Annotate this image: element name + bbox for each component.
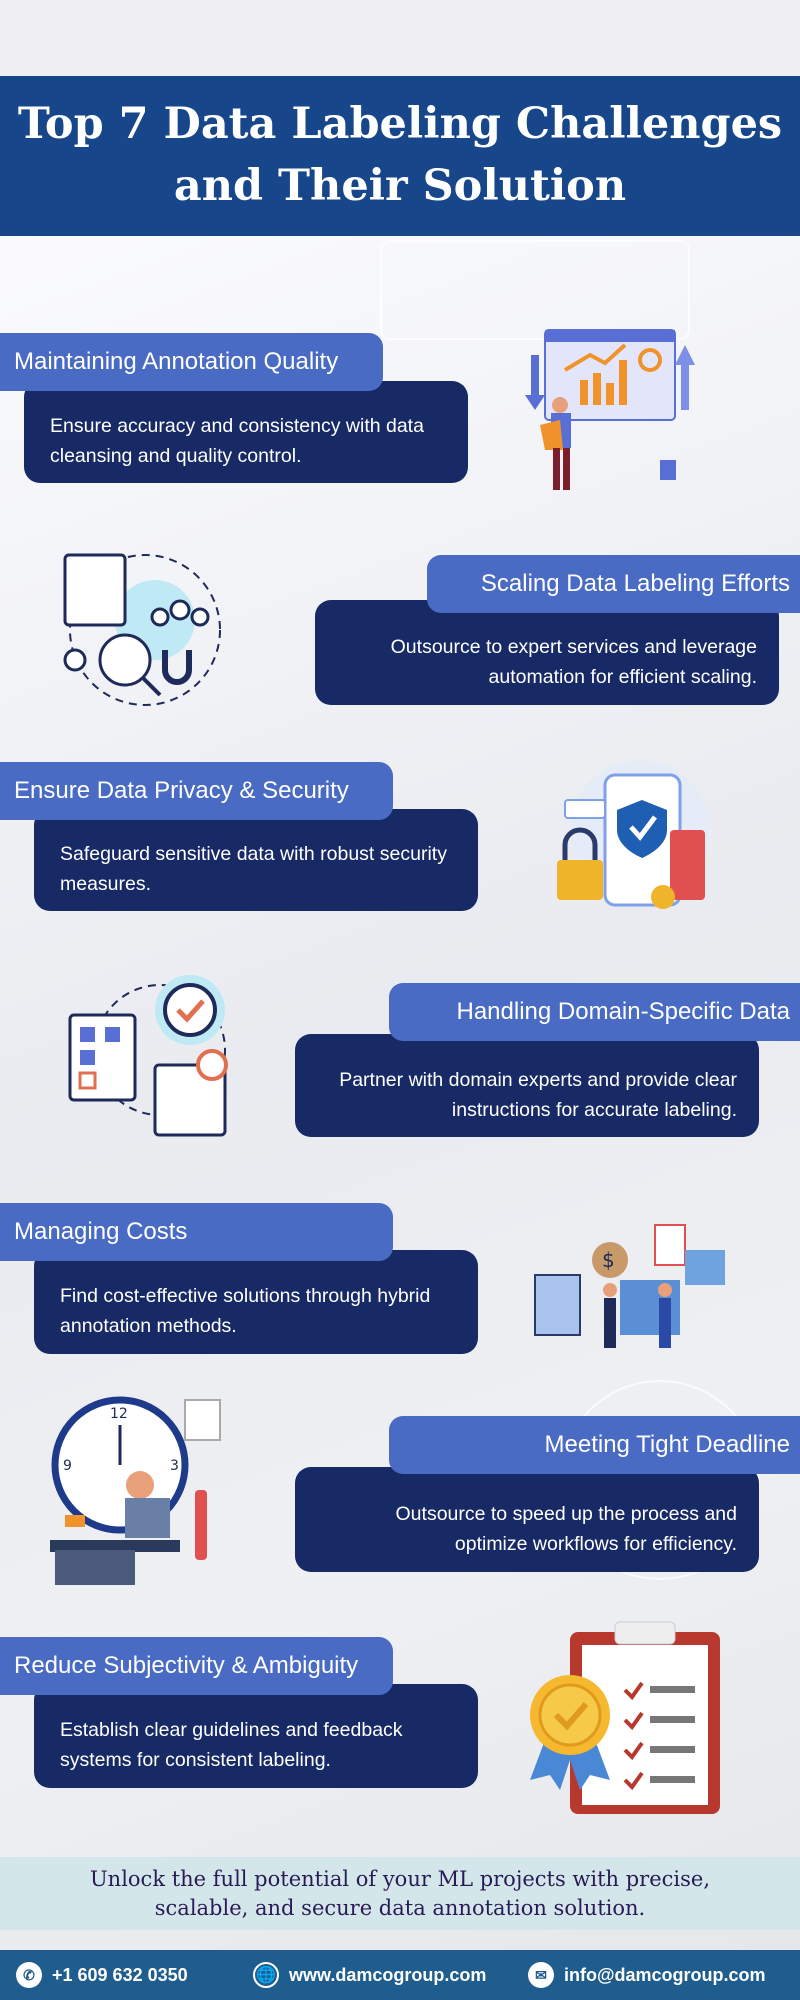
- challenge-heading-3: Ensure Data Privacy & Security: [0, 762, 393, 820]
- footer-contact-bar: ✆ +1 609 632 0350 🌐 www.damcogroup.com ✉…: [0, 1950, 800, 2000]
- challenge-heading-2: Scaling Data Labeling Efforts: [427, 555, 800, 613]
- challenge-heading-4: Handling Domain-Specific Data: [389, 983, 800, 1041]
- cta-line-2: scalable, and secure data annotation sol…: [154, 1896, 646, 1920]
- challenge-solution-3: Safeguard sensitive data with robust sec…: [34, 809, 478, 911]
- challenge-solution-1: Ensure accuracy and consistency with dat…: [24, 381, 468, 483]
- challenge-heading-1: Maintaining Annotation Quality: [0, 333, 383, 391]
- mail-icon: ✉: [528, 1962, 554, 1988]
- challenge-solution-7: Establish clear guidelines and feedback …: [34, 1684, 478, 1788]
- title-banner: Top 7 Data Labeling Challenges and Their…: [0, 76, 800, 236]
- phone-shield-lock-illustration: [557, 760, 710, 909]
- cta-line-1: Unlock the full potential of your ML pro…: [89, 1867, 711, 1891]
- clock-worker-illustration: 12 9 3: [50, 1396, 221, 1585]
- challenge-solution-2: Outsource to expert services and leverag…: [315, 600, 779, 705]
- globe-icon: 🌐: [253, 1962, 279, 1988]
- checklist-gear-target-icon: [68, 975, 228, 1137]
- svg-text:9: 9: [63, 1458, 72, 1474]
- svg-text:3: 3: [170, 1458, 179, 1474]
- phone-number: +1 609 632 0350: [52, 1964, 188, 1985]
- challenge-solution-6: Outsource to speed up the process and op…: [295, 1467, 759, 1572]
- email-link[interactable]: info@damcogroup.com: [564, 1964, 766, 1985]
- website-link[interactable]: www.damcogroup.com: [289, 1964, 487, 1985]
- analytics-person-illustration: [525, 329, 695, 490]
- challenge-heading-6: Meeting Tight Deadline: [389, 1416, 800, 1474]
- clipboard-badge-illustration: [530, 1621, 720, 1814]
- footer-phone[interactable]: ✆ +1 609 632 0350: [16, 1962, 188, 1988]
- cost-handshake-illustration: $: [534, 1224, 725, 1348]
- footer-website[interactable]: 🌐 www.damcogroup.com: [253, 1962, 486, 1988]
- challenge-heading-5: Managing Costs: [0, 1203, 393, 1261]
- call-to-action-banner: Unlock the full potential of your ML pro…: [0, 1857, 800, 1930]
- svg-text:$: $: [602, 1248, 615, 1272]
- challenge-heading-7: Reduce Subjectivity & Ambiguity: [0, 1637, 393, 1695]
- challenge-solution-5: Find cost-effective solutions through hy…: [34, 1250, 478, 1354]
- top-strip: [0, 0, 800, 76]
- challenge-solution-4: Partner with domain experts and provide …: [295, 1034, 759, 1137]
- background-decoration: [380, 240, 690, 340]
- title-line-1: Top 7 Data Labeling Challenges: [17, 99, 783, 149]
- phone-icon: ✆: [16, 1962, 42, 1988]
- scaling-team-icon: [63, 553, 221, 706]
- svg-text:12: 12: [110, 1406, 128, 1422]
- title-line-2: and Their Solution: [173, 161, 627, 211]
- footer-email[interactable]: ✉ info@damcogroup.com: [528, 1962, 766, 1988]
